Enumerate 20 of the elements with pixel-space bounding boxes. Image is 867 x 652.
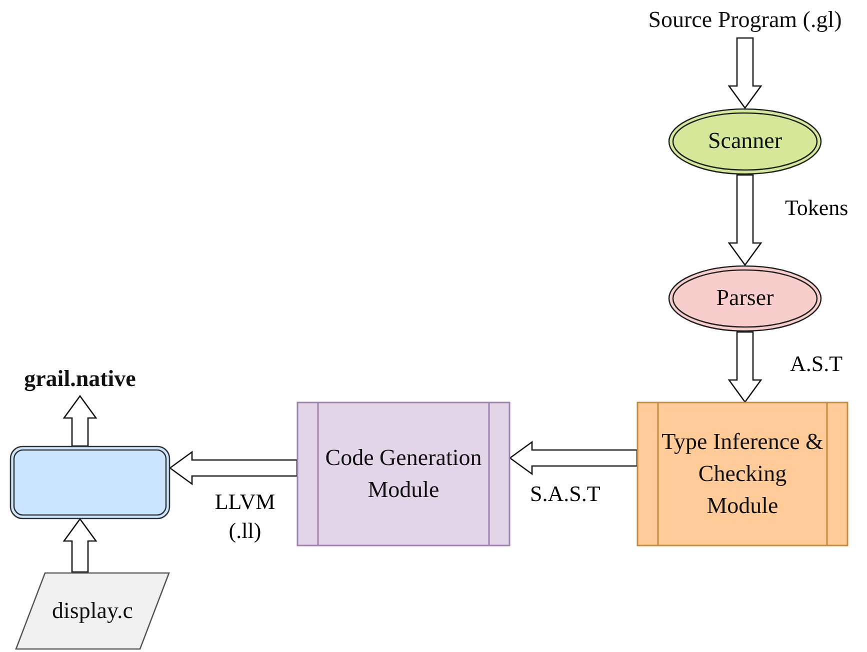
module-box: [297, 402, 510, 546]
block-arrow: [62, 394, 98, 447]
node-text: Parser: [716, 284, 774, 312]
module-box: [637, 402, 848, 546]
process-ellipse: [668, 265, 822, 332]
output-label: grail.native: [24, 364, 136, 394]
node-text: Code Generation Module: [324, 444, 483, 504]
compiler-box: [10, 446, 170, 519]
block-arrow: [508, 440, 638, 476]
input-file-shape: [15, 572, 170, 650]
block-arrow: [728, 174, 762, 266]
source-label: Source Program (.gl): [648, 6, 842, 34]
block-arrow: [728, 37, 762, 110]
node-text: display.c: [52, 596, 133, 625]
block-arrow: [168, 450, 298, 486]
block-arrow: [62, 518, 98, 573]
process-ellipse: [668, 108, 822, 175]
block-arrow: [728, 331, 762, 404]
node-text: Type Inference & Checking Module: [660, 428, 824, 520]
node-text: Scanner: [708, 127, 782, 156]
